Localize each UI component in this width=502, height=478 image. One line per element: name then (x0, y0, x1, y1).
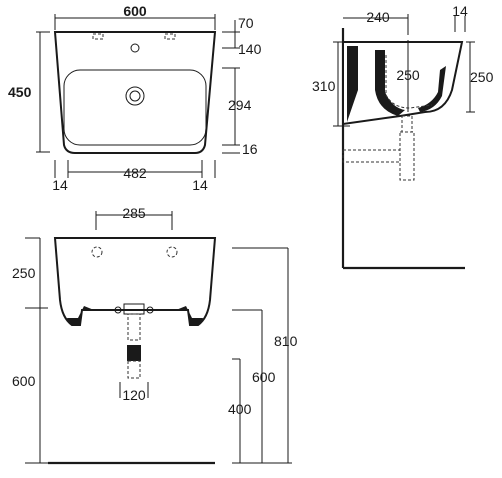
bowl-outline (63, 69, 207, 146)
front-wall-section (418, 66, 446, 112)
tap-hole (130, 43, 140, 53)
drain-inner (129, 90, 141, 102)
rim-height-label: 810 (274, 333, 298, 349)
bowl-width-label: 482 (123, 165, 147, 181)
basin-height-label: 250 (12, 265, 36, 281)
bowl-height-label: 250 (396, 67, 420, 83)
bowl-depth-label: 294 (228, 97, 252, 113)
rim-top-label: 14 (452, 3, 468, 19)
side-view: 240 14 310 250 250 (312, 3, 494, 270)
side-height-label: 310 (312, 78, 336, 94)
front-rim-label: 16 (242, 141, 258, 157)
trap-width-label: 120 (122, 387, 146, 403)
drain-outer (125, 86, 145, 106)
trap-pipe (342, 149, 401, 163)
underside-height-right-label: 600 (252, 369, 276, 385)
underside-height-label: 600 (12, 373, 36, 389)
fixing-right (146, 306, 154, 314)
basin-front-outline (53, 237, 217, 326)
outlet-height-label: 400 (228, 401, 252, 417)
trap-lower (127, 360, 141, 379)
fixing-slot-left (92, 33, 104, 40)
side-wall-section (347, 46, 358, 122)
bracket-hole-left (91, 246, 103, 258)
side-rim-right-label: 14 (192, 177, 208, 193)
rear-to-tap-label: 140 (238, 41, 262, 57)
projection-label: 240 (366, 9, 390, 25)
basin-top-outline (53, 31, 217, 154)
fixing-left (114, 306, 122, 314)
trap-upper (127, 313, 141, 341)
trap-body (399, 131, 415, 181)
trap-body-front (127, 345, 141, 361)
bracket-spacing-label: 285 (122, 205, 146, 221)
inner-bowl-hidden (385, 55, 433, 109)
front-height-label: 250 (470, 69, 494, 85)
bowl-wall-section (375, 50, 405, 116)
side-rim-left-label: 14 (52, 177, 68, 193)
front-pedestal-right (176, 306, 203, 325)
front-pedestal-left (67, 306, 94, 325)
width-label: 600 (123, 3, 147, 19)
bracket-hole-right (166, 246, 178, 258)
top-view: 600 450 70 140 294 16 (8, 3, 262, 193)
front-view: 285 120 250 600 400 600 (12, 205, 298, 465)
tap-offset-label: 70 (238, 15, 254, 31)
height-label: 450 (8, 84, 32, 100)
waste-outlet (401, 115, 413, 133)
fixing-slot-right (164, 33, 176, 40)
